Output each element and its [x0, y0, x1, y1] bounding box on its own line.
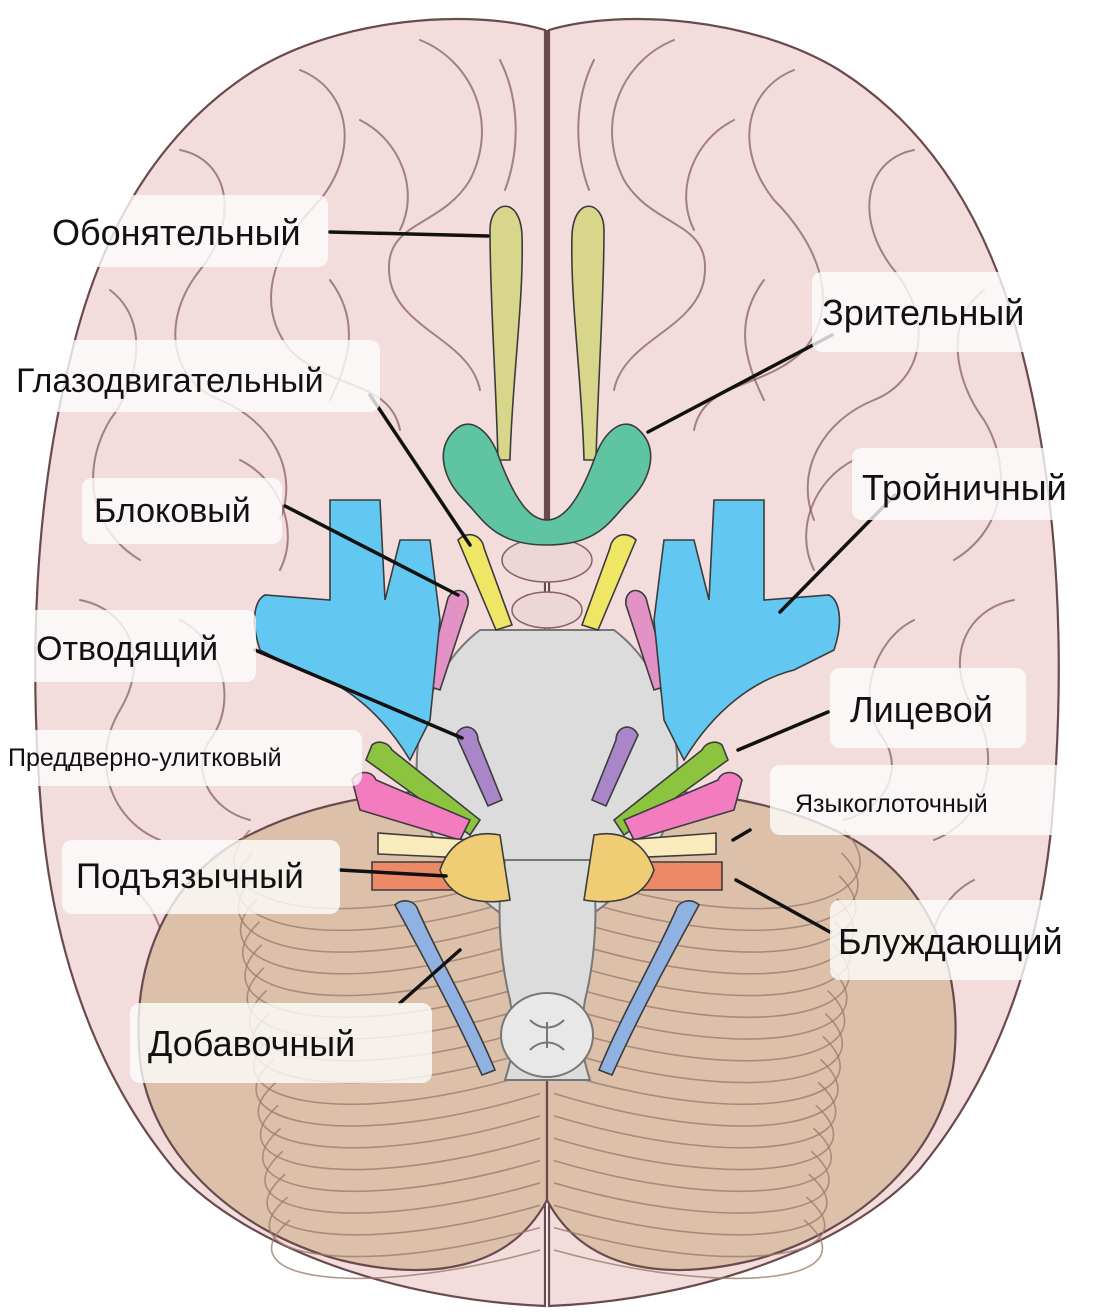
label-trochlear: Блоковый	[82, 478, 282, 544]
svg-text:Блоковый: Блоковый	[94, 492, 251, 530]
svg-text:Глазодвигательный: Глазодвигательный	[16, 362, 324, 400]
svg-text:Обонятельный: Обонятельный	[52, 212, 301, 253]
svg-text:Отводящий: Отводящий	[36, 630, 218, 668]
svg-text:Лицевой: Лицевой	[850, 689, 993, 730]
svg-text:Тройничный: Тройничный	[862, 467, 1067, 508]
label-abducens: Отводящий	[26, 610, 256, 682]
label-glossopharyngeal: Языкоглоточный	[770, 765, 1092, 835]
svg-text:Зрительный: Зрительный	[822, 292, 1024, 333]
label-facial: Лицевой	[830, 668, 1026, 748]
label-olfactory: Обонятельный	[40, 195, 328, 267]
label-vagus: Блуждающий	[830, 900, 1092, 980]
svg-text:Добавочный: Добавочный	[148, 1023, 355, 1064]
label-accessory: Добавочный	[130, 1003, 432, 1083]
svg-text:Преддверно-улитковый: Преддверно-улитковый	[8, 744, 282, 772]
svg-text:Блуждающий: Блуждающий	[838, 921, 1063, 962]
label-trigeminal: Тройничный	[852, 448, 1094, 520]
svg-text:Подъязычный: Подъязычный	[76, 857, 304, 896]
label-optic: Зрительный	[812, 272, 1048, 352]
label-oculomotor: Глазодвигательный	[8, 340, 380, 412]
svg-text:Языкоглоточный: Языкоглоточный	[795, 790, 988, 818]
label-hypoglossal: Подъязычный	[62, 840, 340, 914]
label-vestibulocochlear: Преддверно-улитковый	[0, 730, 362, 786]
